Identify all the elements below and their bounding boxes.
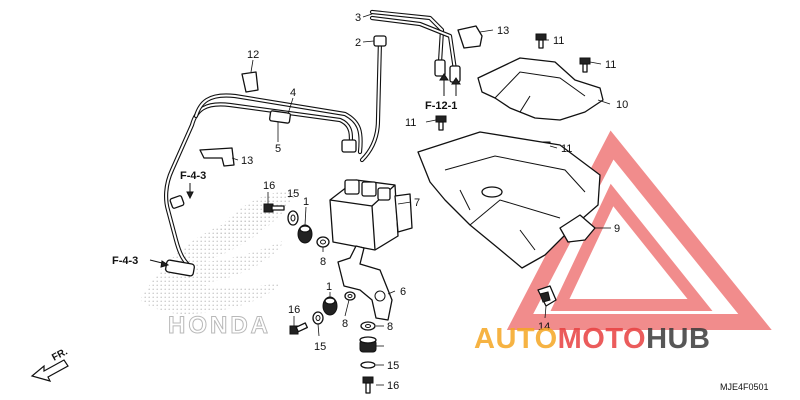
leader-lines — [231, 13, 611, 386]
callout-1-a: 1 — [303, 196, 309, 208]
honda-text-watermark: HONDA — [168, 312, 271, 339]
callout-8-a: 8 — [320, 256, 326, 268]
callout-6: 6 — [400, 286, 406, 298]
grommet-1c — [359, 336, 377, 353]
callout-2: 2 — [355, 37, 361, 49]
bolt-16a — [263, 203, 285, 213]
collar-8a — [316, 236, 330, 248]
collar-8c — [360, 321, 376, 331]
front-direction-label: FR. — [50, 346, 70, 363]
bolt-16c — [362, 376, 374, 394]
reference-f-4-3-lower: F-4-3 — [112, 255, 138, 267]
callout-3: 3 — [355, 12, 361, 24]
reference-arrows — [149, 73, 461, 268]
screw-11c — [435, 115, 447, 131]
reference-f-4-3-upper: F-4-3 — [180, 170, 206, 182]
brake-pipe-rear — [359, 9, 461, 163]
pipe-fitting — [434, 59, 446, 77]
callout-15-b: 15 — [314, 341, 326, 353]
callout-13-lower: 13 — [241, 155, 253, 167]
abs-cover — [477, 57, 604, 121]
callout-16-c: 16 — [387, 380, 399, 392]
callout-15-c: 15 — [387, 360, 399, 372]
bolt-16b — [289, 322, 308, 335]
wordmark-part-moto: MOTO — [558, 323, 646, 355]
abs-bracket — [337, 245, 393, 321]
callout-5: 5 — [275, 143, 281, 155]
callout-1-b: 1 — [326, 281, 332, 293]
callout-11-a: 11 — [553, 35, 564, 47]
front-direction-arrow — [30, 359, 69, 382]
grommet-1b — [322, 296, 338, 316]
callout-13-top: 13 — [497, 25, 509, 37]
callout-8-b: 8 — [342, 318, 348, 330]
callout-8-c: 8 — [387, 321, 393, 333]
callout-14: 14 — [538, 321, 550, 333]
autohub-wordmark: AUTOMOTOHUB — [474, 323, 710, 355]
callout-15-a: 15 — [287, 188, 299, 200]
diagram-code: MJE4F0501 — [720, 382, 769, 392]
honda-wing-watermark — [140, 190, 300, 315]
callout-11-c: 11 — [405, 117, 416, 129]
washer-15c — [360, 361, 376, 369]
callout-12: 12 — [247, 49, 259, 61]
callout-4: 4 — [290, 87, 296, 99]
battery-tray — [417, 131, 601, 269]
callout-11-b: 11 — [605, 59, 616, 71]
callout-9: 9 — [614, 223, 620, 235]
grommet-1a — [297, 224, 313, 244]
screw-11a — [535, 33, 547, 49]
collar-8b — [344, 291, 356, 301]
callout-11-d: 11 — [561, 143, 572, 155]
screw-11b — [579, 57, 591, 73]
callout-labels: 3 2 13 12 4 5 13 7 10 9 11 11 11 11 14 1… — [241, 12, 628, 392]
callout-16-a: 16 — [263, 180, 275, 192]
pipe-fitting — [341, 139, 357, 153]
callout-16-b: 16 — [288, 304, 300, 316]
callout-7: 7 — [414, 197, 420, 209]
reference-f-12-1: F-12-1 — [425, 100, 457, 112]
wordmark-part-auto: AUTO — [474, 323, 558, 355]
washer-15a — [287, 210, 299, 226]
wordmark-part-hub: HUB — [646, 323, 710, 355]
brake-pipe-front — [164, 93, 363, 277]
pipe-bracket — [199, 147, 235, 167]
pipe-fitting — [373, 35, 387, 47]
wire-clamp — [537, 285, 557, 307]
pipe-clip — [457, 25, 483, 49]
callout-10: 10 — [616, 99, 628, 111]
washer-15b — [312, 311, 324, 325]
pipe-clamp — [269, 110, 291, 124]
pipe-fitting — [169, 195, 185, 209]
abs-modulator — [329, 179, 413, 251]
pipe-clip — [241, 71, 259, 93]
svg-text:AUTOMOTOHUB: AUTOMOTOHUB — [474, 323, 710, 355]
